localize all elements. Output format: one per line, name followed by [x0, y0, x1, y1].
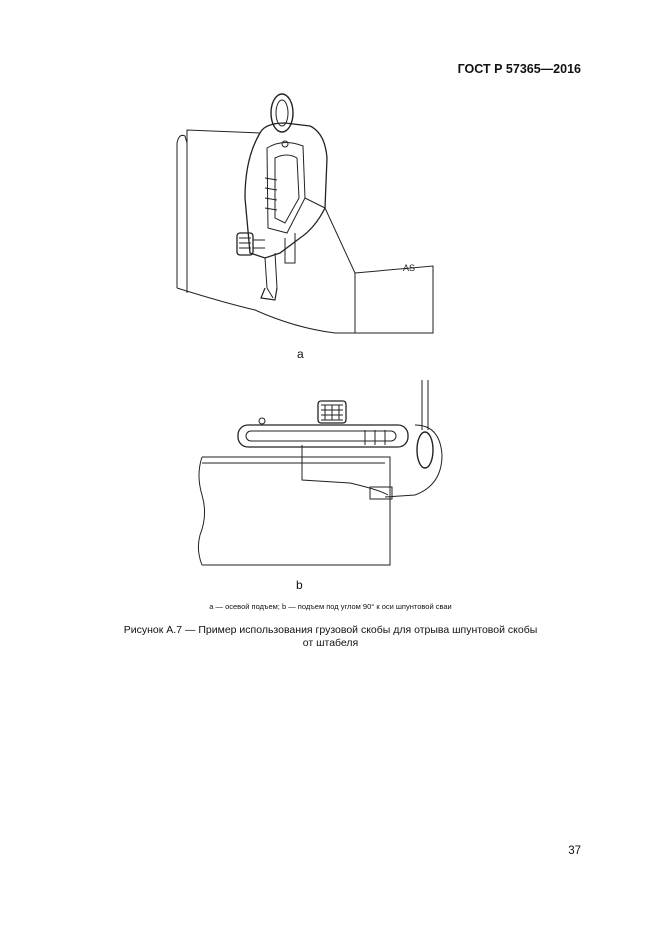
figure-caption-line2: от штабеля — [302, 637, 359, 649]
sheet-pile-outline — [177, 130, 260, 288]
sheet-pile-block — [202, 457, 390, 565]
document-code: ГОСТ Р 57365—2016 — [457, 62, 581, 76]
clamp-screw-knob-b — [318, 401, 346, 423]
figure-a-drawing: AS — [165, 88, 440, 343]
figure-caption: Рисунок А.7 — Пример использования грузо… — [100, 624, 561, 650]
figure-caption-line1: Рисунок А.7 — Пример использования грузо… — [123, 624, 538, 636]
subfigure-b-label: b — [296, 578, 303, 592]
subfigure-a-label: а — [297, 347, 304, 361]
page-number: 37 — [568, 845, 581, 857]
figure-legend: а — осевой подъем; b — подъем под углом … — [209, 602, 452, 611]
lifting-rope — [422, 380, 428, 430]
svg-text:AS: AS — [403, 263, 415, 273]
lifting-ring — [271, 94, 293, 132]
clamp-arm — [238, 425, 408, 447]
clamp-body — [245, 123, 327, 258]
figure-b-drawing — [190, 375, 465, 575]
clamp-screw-knob — [237, 233, 253, 255]
